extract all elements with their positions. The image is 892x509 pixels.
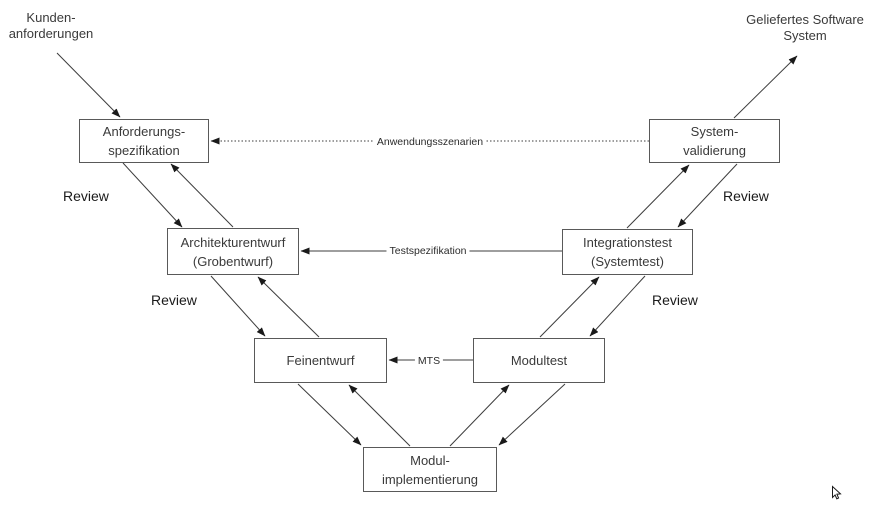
arrow-anforderungsspezifikation-to-architekturentwurf [122,162,183,228]
node-modultest: Modultest [473,338,605,383]
edge-label-mts: MTS [414,355,444,367]
node-modulimplementierung: Modul- implementierung [363,447,497,492]
arrow-systemvalidierung-to-integrationstest-review [677,163,738,228]
arrow-modultest-to-modulimplementierung-review [498,383,566,446]
arrow-feinentwurf-to-architekturentwurf-review [257,276,320,338]
arrow-feinentwurf-to-modulimplementierung [297,383,362,446]
review-label-left-top: Review [63,188,109,204]
node-anforderungsspezifikation: Anforderungs- spezifikation [79,119,209,163]
arrow-modulimplementierung-to-feinentwurf-review [348,384,411,447]
arrow-architekturentwurf-to-feinentwurf [210,275,266,337]
arrow-systemvalidierung-to-geliefertes-system [733,55,798,119]
arrow-kundenanforderungen-to-anforderungsspezifikation [56,52,121,118]
edge-label-testspezifikation: Testspezifikation [386,245,470,257]
node-feinentwurf: Feinentwurf [254,338,387,383]
review-label-left-middle: Review [151,292,197,308]
node-integrationstest: Integrationstest (Systemtest) [562,229,693,275]
arrow-modulimplementierung-to-modultest [449,384,510,447]
arrow-architekturentwurf-to-anforderungsspezifikation-review [170,163,234,228]
node-systemvalidierung: System- validierung [649,119,780,163]
arrow-modultest-to-integrationstest [539,276,600,338]
arrow-integrationstest-to-systemvalidierung [626,164,690,229]
label-geliefertes-software-system: Geliefertes Software System [746,12,864,43]
review-label-right-middle: Review [652,292,698,308]
mouse-cursor-icon [832,485,842,500]
arrow-integrationstest-to-modultest-review [589,275,646,337]
review-label-right-top: Review [723,188,769,204]
label-kundenanforderungen: Kunden- anforderungen [8,10,94,41]
edge-label-anwendungsszenarien: Anwendungsszenarien [373,136,487,148]
node-architekturentwurf: Architekturentwurf (Grobentwurf) [167,228,299,275]
